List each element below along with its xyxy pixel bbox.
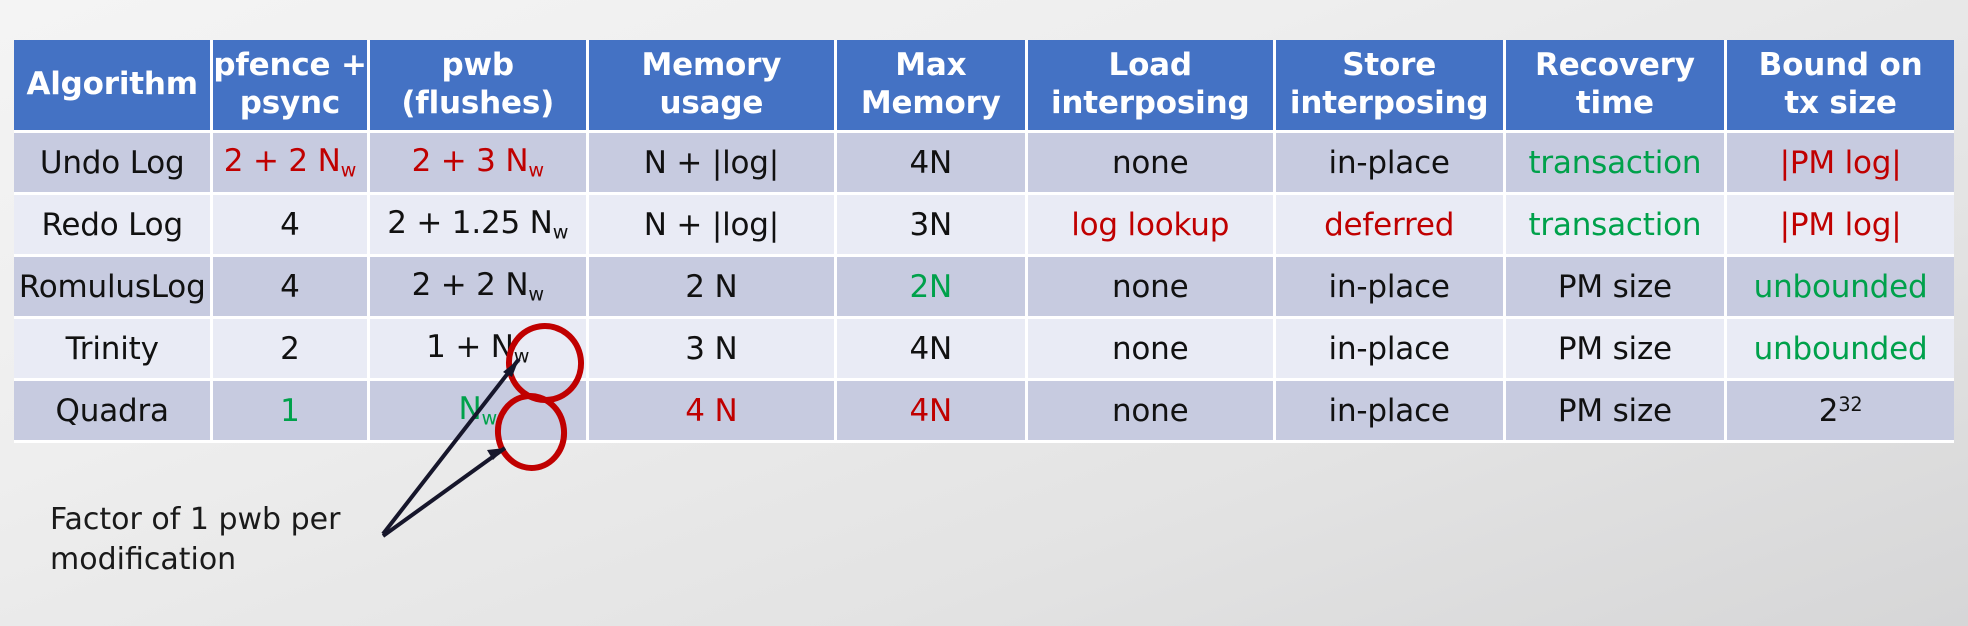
header-line-2: interposing: [1050, 85, 1250, 121]
cell-pwb: 2 + 2 Nw: [369, 257, 589, 319]
column-header-max-memory: Max Memory: [836, 40, 1028, 133]
cell-pfence-psync: 2 + 2 Nw: [213, 133, 370, 195]
cell-pwb: 1 + Nw: [369, 319, 589, 381]
cell-algorithm: Quadra: [14, 381, 214, 443]
cell-load-interposing: none: [1027, 381, 1276, 443]
cell-pwb: 2 + 1.25 Nw: [369, 195, 589, 257]
header-line-2: Memory: [860, 85, 1001, 121]
column-header-bound-tx-size: Bound on tx size: [1727, 40, 1954, 133]
table-header: Algorithm pfence + psync pwb (flushes) M…: [14, 40, 1954, 133]
cell-pfence-psync: 2: [213, 319, 370, 381]
table-row-trinity: Trinity 2 1 + Nw 3 N 4N none in-place PM…: [14, 319, 1954, 381]
header-row: Algorithm pfence + psync pwb (flushes) M…: [14, 40, 1954, 133]
header-line-2: time: [1575, 85, 1654, 121]
cell-bound-tx-size: |PM log|: [1727, 133, 1954, 195]
cell-load-interposing: none: [1027, 319, 1276, 381]
column-header-recovery-time: Recovery time: [1505, 40, 1728, 133]
cell-bound-tx-size: unbounded: [1727, 257, 1954, 319]
table-row-undo-log: Undo Log 2 + 2 Nw 2 + 3 Nw N + |log| 4N …: [14, 133, 1954, 195]
cell-store-interposing: in-place: [1275, 381, 1506, 443]
table-row-redo-log: Redo Log 4 2 + 1.25 Nw N + |log| 3N log …: [14, 195, 1954, 257]
cell-memory-usage: N + |log|: [588, 195, 837, 257]
cell-load-interposing: none: [1027, 133, 1276, 195]
cell-pfence-psync: 4: [213, 195, 370, 257]
cell-pfence-psync: 4: [213, 257, 370, 319]
cell-recovery-time: PM size: [1505, 257, 1728, 319]
column-header-memory-usage: Memory usage: [588, 40, 837, 133]
header-line-1: Bound on: [1758, 47, 1923, 84]
cell-memory-usage: N + |log|: [588, 133, 837, 195]
cell-algorithm: Trinity: [14, 319, 214, 381]
header-line-1: Memory: [641, 47, 782, 84]
cell-store-interposing: in-place: [1275, 133, 1506, 195]
cell-store-interposing: in-place: [1275, 257, 1506, 319]
header-line-1: Load: [1108, 47, 1193, 84]
header-line-2: interposing: [1289, 85, 1489, 121]
annotation-callout-text: Factor of 1 pwb per modification: [50, 502, 341, 577]
column-header-pfence-psync: pfence + psync: [213, 40, 370, 133]
header-line-1: Recovery: [1535, 47, 1695, 84]
cell-recovery-time: transaction: [1505, 133, 1728, 195]
cell-bound-tx-size: 232: [1727, 381, 1954, 443]
cell-recovery-time: PM size: [1505, 319, 1728, 381]
header-line-1: Store: [1342, 47, 1437, 84]
cell-store-interposing: in-place: [1275, 319, 1506, 381]
cell-algorithm: Undo Log: [14, 133, 214, 195]
cell-recovery-time: PM size: [1505, 381, 1728, 443]
header-line-1: pfence +: [213, 47, 367, 84]
cell-max-memory: 3N: [836, 195, 1028, 257]
cell-recovery-time: transaction: [1505, 195, 1728, 257]
algorithm-comparison-table: Algorithm pfence + psync pwb (flushes) M…: [14, 40, 1954, 443]
cell-max-memory: 4N: [836, 381, 1028, 443]
cell-pwb: Nw: [369, 381, 589, 443]
cell-store-interposing: deferred: [1275, 195, 1506, 257]
annotation-arrow-to-quadra: [381, 446, 507, 538]
cell-max-memory: 4N: [836, 319, 1028, 381]
cell-load-interposing: log lookup: [1027, 195, 1276, 257]
table-row-quadra: Quadra 1 Nw 4 N 4N none in-place PM size…: [14, 381, 1954, 443]
cell-memory-usage: 3 N: [588, 319, 837, 381]
cell-load-interposing: none: [1027, 257, 1276, 319]
cell-bound-tx-size: |PM log|: [1727, 195, 1954, 257]
cell-bound-tx-size: unbounded: [1727, 319, 1954, 381]
header-line-2: usage: [659, 85, 764, 121]
column-header-algorithm: Algorithm: [14, 40, 214, 133]
header-line-2: psync: [239, 85, 341, 121]
cell-algorithm: Redo Log: [14, 195, 214, 257]
column-header-load-interposing: Load interposing: [1027, 40, 1276, 133]
header-line-1: pwb: [441, 47, 515, 84]
cell-max-memory: 2N: [836, 257, 1028, 319]
header-line-1: Max: [895, 47, 967, 84]
header-line-2: (flushes): [401, 85, 555, 121]
table-body: Undo Log 2 + 2 Nw 2 + 3 Nw N + |log| 4 N …: [14, 133, 1954, 443]
column-header-pwb: pwb (flushes): [369, 40, 589, 133]
cell-memory-usage: 2 N: [588, 257, 837, 319]
table-row-romuluslog: RomulusLog 4 2 + 2 Nw 2 N 2N none in-pla…: [14, 257, 1954, 319]
column-header-store-interposing: Store interposing: [1275, 40, 1506, 133]
header-line-2: tx size: [1784, 85, 1897, 121]
header-line-1: Algorithm: [26, 66, 198, 103]
cell-pfence-psync: 1: [213, 381, 370, 443]
cell-max-memory: 4N: [836, 133, 1028, 195]
cell-pwb: 2 + 3 Nw: [369, 133, 589, 195]
cell-memory-usage: 4 N: [588, 381, 837, 443]
cell-algorithm: RomulusLog: [14, 257, 214, 319]
